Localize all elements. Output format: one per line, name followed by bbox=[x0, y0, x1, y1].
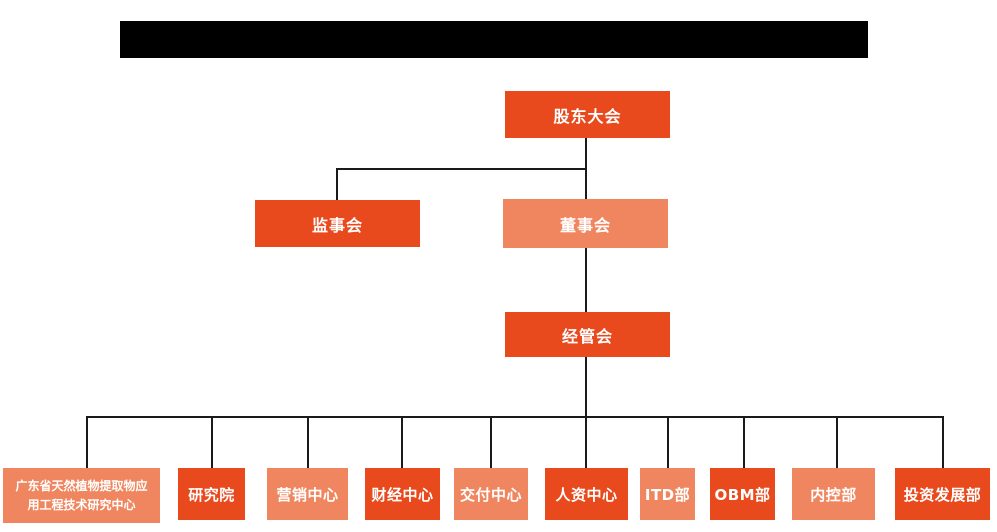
node-dept-hr-center: 人资中心 bbox=[545, 468, 628, 520]
connector-drop-1 bbox=[86, 416, 88, 468]
connector-drop-5 bbox=[490, 416, 492, 468]
node-dept-finance-center: 财经中心 bbox=[365, 468, 440, 520]
connector-departments-bus bbox=[86, 416, 944, 418]
connector-level2-horizontal bbox=[336, 168, 587, 170]
connector-management-to-bus bbox=[585, 357, 587, 417]
node-dept-delivery-center: 交付中心 bbox=[454, 468, 528, 520]
node-dept-marketing-center: 营销中心 bbox=[267, 468, 348, 520]
connector-drop-10 bbox=[942, 416, 944, 468]
connector-drop-4 bbox=[401, 416, 403, 468]
node-dept-itd: ITD部 bbox=[640, 468, 695, 520]
node-dept-obm: OBM部 bbox=[710, 468, 775, 520]
connector-drop-3 bbox=[307, 416, 309, 468]
connector-drop-7 bbox=[667, 416, 669, 468]
connector-drop-9 bbox=[836, 416, 838, 468]
connector-to-supervisory-board bbox=[336, 168, 338, 200]
title-redaction-bar bbox=[120, 21, 868, 58]
connector-drop-2 bbox=[211, 416, 213, 468]
node-board-of-directors: 董事会 bbox=[503, 199, 668, 248]
connector-drop-6 bbox=[585, 416, 587, 468]
node-supervisory-board: 监事会 bbox=[255, 200, 420, 247]
node-management-committee: 经管会 bbox=[505, 312, 670, 357]
node-dept-research-center: 广东省天然植物提取物应 用工程技术研究中心 bbox=[3, 468, 160, 523]
connector-drop-8 bbox=[743, 416, 745, 468]
node-dept-internal-control: 内控部 bbox=[792, 468, 875, 520]
node-shareholders-meeting: 股东大会 bbox=[505, 91, 670, 138]
connector-board-to-management bbox=[585, 248, 587, 312]
node-dept-investment-development: 投资发展部 bbox=[895, 468, 990, 520]
node-dept-research-institute: 研究院 bbox=[178, 468, 245, 520]
